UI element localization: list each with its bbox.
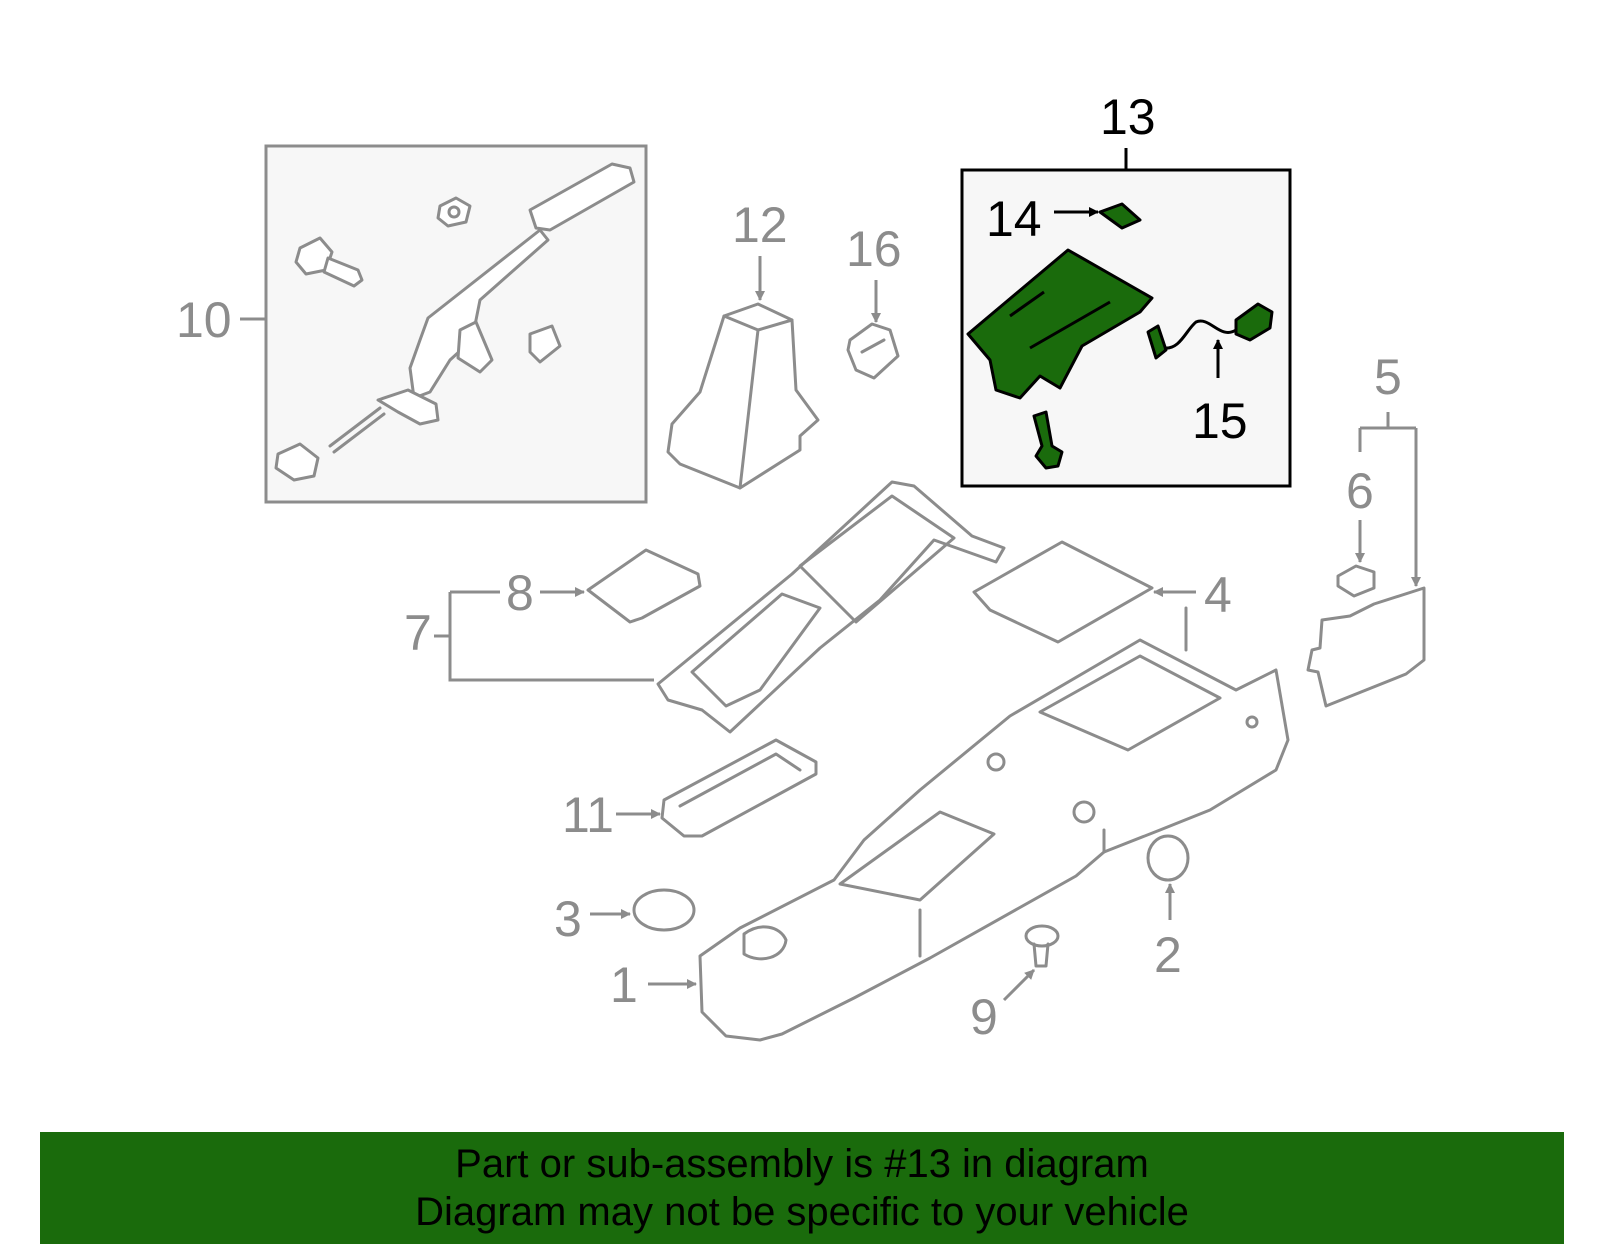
- callout-7: 7: [404, 605, 432, 661]
- part-9-push-pin[interactable]: [1024, 924, 1060, 968]
- callout-9: 9: [970, 989, 998, 1045]
- banner-line-1: Part or sub-assembly is #13 in diagram: [455, 1142, 1149, 1186]
- callout-10: 10: [176, 292, 232, 348]
- callout-12: 12: [732, 197, 788, 253]
- callout-4: 4: [1204, 567, 1232, 623]
- part-7-console-panel[interactable]: [656, 480, 1006, 734]
- leader-9: [1002, 968, 1036, 1002]
- part-2-plug[interactable]: [1146, 834, 1190, 882]
- callout-16: 16: [846, 221, 902, 277]
- part-6-clip[interactable]: [1336, 564, 1376, 598]
- callout-5: 5: [1374, 349, 1402, 405]
- part-1-console-body[interactable]: [698, 606, 1290, 1042]
- part-5-side-panel[interactable]: [1306, 586, 1426, 708]
- leader-7: [448, 590, 654, 682]
- part-16-clip[interactable]: [846, 322, 900, 380]
- banner-line-2: Diagram may not be specific to your vehi…: [415, 1190, 1189, 1234]
- callout-6: 6: [1346, 463, 1374, 519]
- callout-2: 2: [1154, 927, 1182, 983]
- part-8-lid[interactable]: [586, 548, 702, 624]
- part-3-ring[interactable]: [632, 888, 696, 932]
- part-11-tray[interactable]: [660, 738, 818, 838]
- leader-5: [1358, 412, 1418, 584]
- callout-13: 13: [1100, 89, 1156, 145]
- callout-14: 14: [986, 191, 1042, 247]
- part-12-shift-boot[interactable]: [666, 302, 820, 490]
- callout-1: 1: [610, 957, 638, 1013]
- callout-15: 15: [1192, 393, 1248, 449]
- part-10-parking-brake-lever[interactable]: [264, 144, 648, 504]
- part-4-cover-plate[interactable]: [972, 540, 1154, 644]
- callout-8: 8: [506, 565, 534, 621]
- info-banner: Part or sub-assembly is #13 in diagram D…: [40, 1132, 1564, 1244]
- callout-3: 3: [554, 891, 582, 947]
- callout-11: 11: [562, 787, 614, 843]
